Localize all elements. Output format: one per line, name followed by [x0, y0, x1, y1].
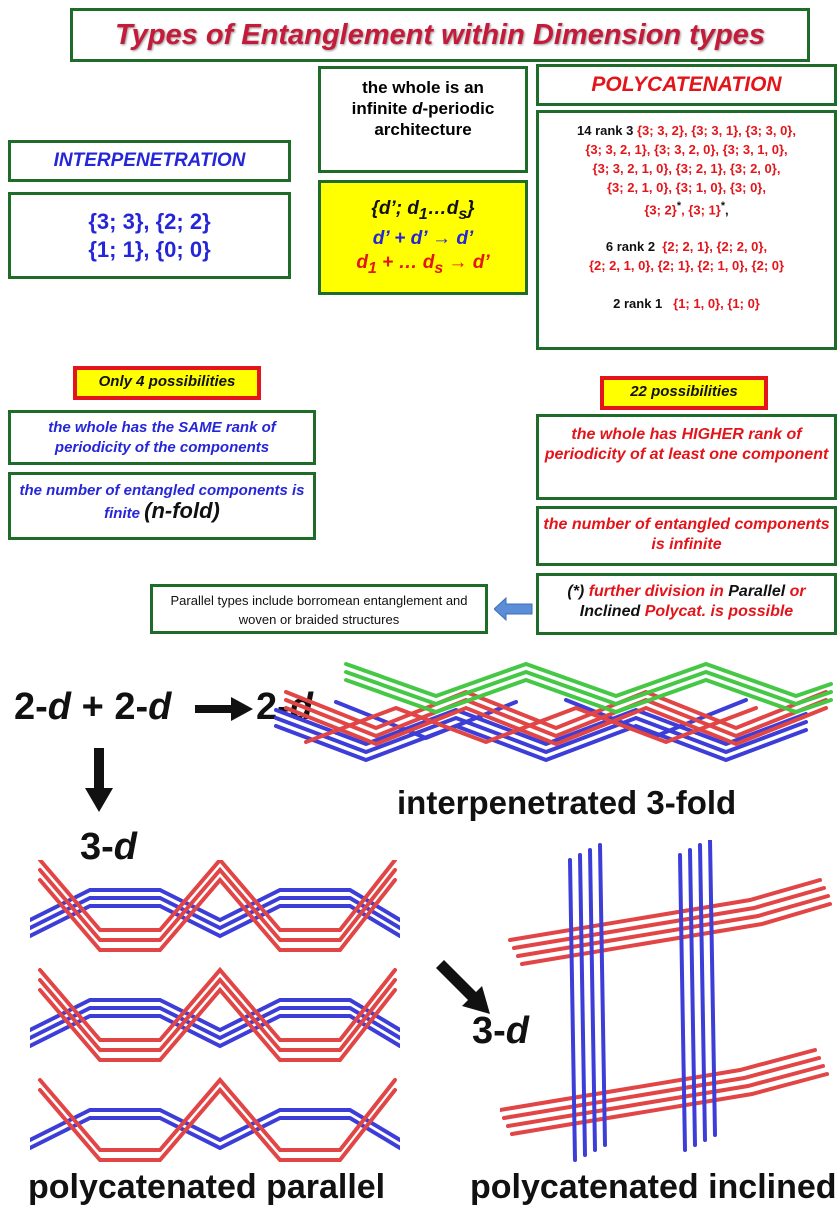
finite-text: the number of entangled components is fi… — [19, 482, 305, 522]
down-arrow-icon — [85, 748, 113, 812]
whole-architecture-box: the whole is an infinite d-periodic arch… — [318, 66, 528, 173]
n-fold-label: (n-fold) — [144, 498, 220, 523]
polycatenation-list: 14 rank 3 {3; 3, 2}, {3; 3, 1}, {3; 3, 0… — [536, 110, 837, 350]
rank3-row4: {3; 2, 1, 0}, {3; 1, 0}, {3; 0}, — [607, 180, 766, 195]
finite-components-box: the number of entangled components is fi… — [8, 472, 316, 540]
interpenetrated-net — [274, 661, 833, 763]
rank3-row2: {3; 3, 2, 1}, {3; 3, 2, 0}, {3; 3, 1, 0}… — [585, 142, 788, 157]
infinite-components-box: the number of entangled components is in… — [536, 506, 837, 566]
interpenetrated-label: interpenetrated 3-fold — [397, 784, 737, 821]
22-possibilities-badge: 22 possibilities — [600, 376, 768, 410]
higher-rank-box: the whole has HIGHER rank of periodicity… — [536, 414, 837, 500]
further-division-box: (*) further division in Parallel or Incl… — [536, 573, 837, 635]
only-4-badge: Only 4 possibilities — [73, 366, 261, 400]
whole-line3: architecture — [374, 120, 472, 139]
interpenetration-heading: INTERPENETRATION — [8, 140, 291, 182]
rank2-row2: {2; 2, 1, 0}, {2; 1}, {2; 1, 0}, {2; 0} — [588, 258, 785, 274]
page-title: Types of Entanglement within Dimension t… — [70, 8, 810, 62]
polycatenation-heading: POLYCATENATION — [536, 64, 837, 106]
rank3-row1: 14 rank 3 {3; 3, 2}, {3; 3, 1}, {3; 3, 0… — [577, 123, 796, 138]
three-d-right-label: 3-d — [472, 1010, 530, 1052]
whole-line1: the whole is an — [362, 78, 484, 97]
polycatenated-inclined-label: polycatenated inclined — [470, 1168, 837, 1206]
formula-line3: d1 + … ds → d’ — [356, 251, 490, 277]
formula-line2: d’ + d’ → d’ — [372, 227, 474, 249]
right-arrow-icon — [195, 697, 253, 721]
interp-line1: {3; 3}, {2; 2} — [88, 209, 211, 234]
rank2-row1: 6 rank 2 {2; 2, 1}, {2; 2, 0}, — [605, 239, 768, 255]
equation-2d: 2-d + 2-d — [14, 686, 172, 728]
diagonal-arrow-icon — [436, 960, 490, 1014]
formula-box: {d’; d1…ds} d’ + d’ → d’ d1 + … ds → d’ — [318, 180, 528, 295]
formula-line1: {d’; d1…ds} — [371, 198, 475, 223]
polycatenated-parallel-net — [30, 860, 400, 1162]
three-d-left-label: 3-d — [80, 826, 138, 868]
interp-line2: {1; 1}, {0; 0} — [88, 237, 211, 262]
polycatenated-parallel-label: polycatenated parallel — [28, 1168, 386, 1206]
rank3-row5: {3; 2}*, {3; 1}*, — [644, 200, 729, 218]
left-arrow-icon — [494, 596, 533, 622]
parallel-note-box: Parallel types include borromean entangl… — [150, 584, 488, 634]
same-rank-box: the whole has the SAME rank of periodici… — [8, 410, 316, 465]
rank1-row: 2 rank 1 {1; 1, 0}, {1; 0} — [613, 296, 760, 312]
rank3-row3: {3; 3, 2, 1, 0}, {3; 2, 1}, {3; 2, 0}, — [592, 161, 781, 176]
polycatenated-inclined-net — [500, 840, 832, 1162]
interpenetration-list: {3; 3}, {2; 2} {1; 1}, {0; 0} — [8, 192, 291, 279]
whole-line2: infinite d-periodic — [351, 99, 495, 118]
